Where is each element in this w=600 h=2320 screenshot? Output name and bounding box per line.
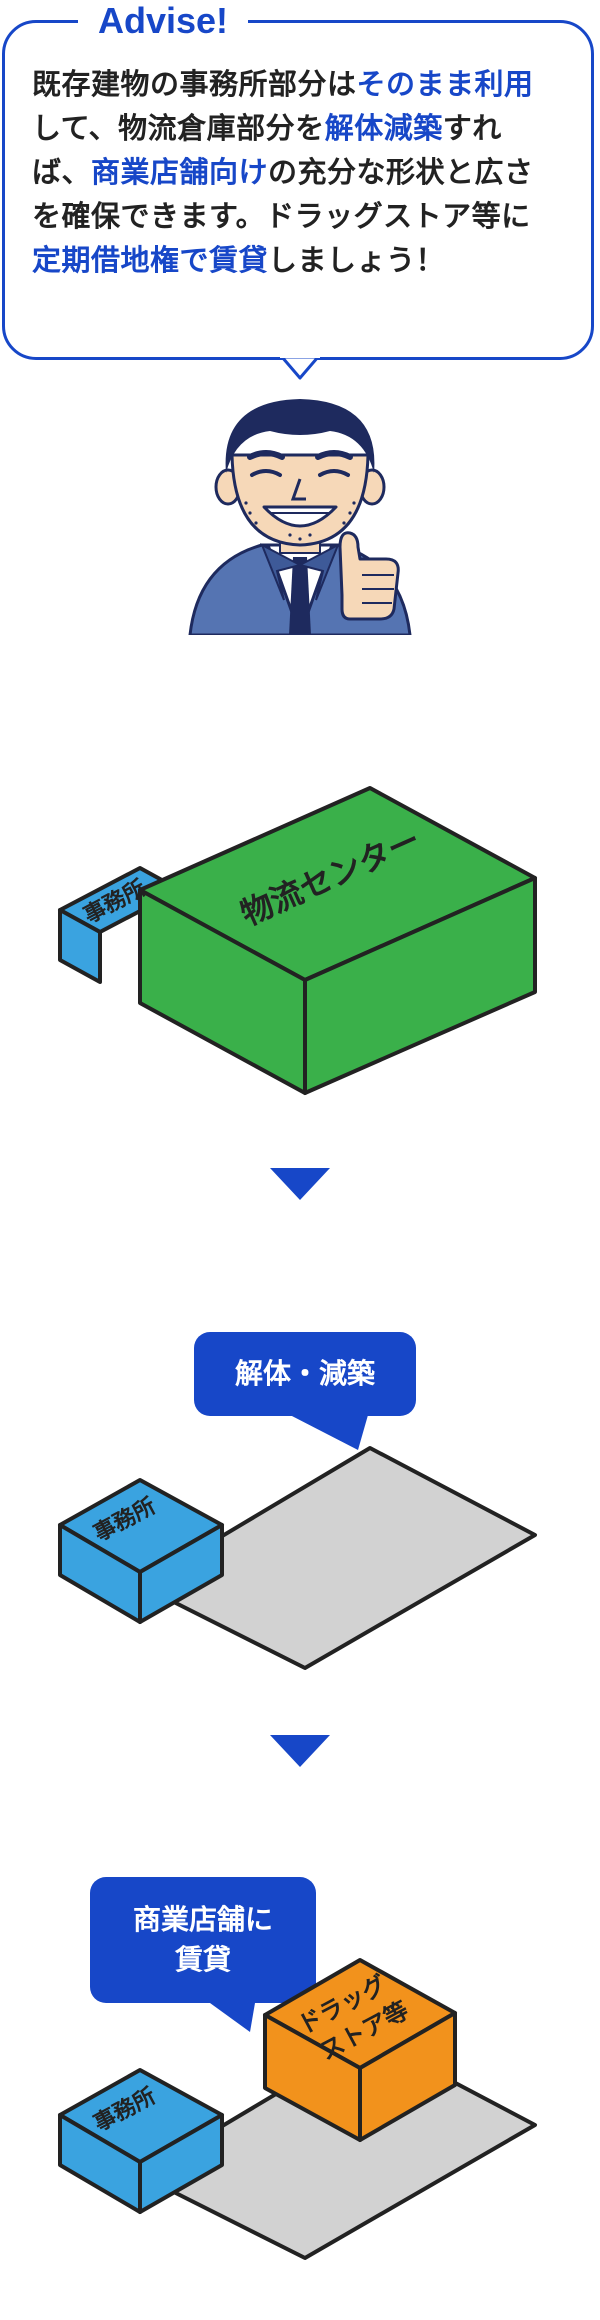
advise-segment: 既存建物の事務所部分は bbox=[32, 67, 357, 101]
logistics-block-right bbox=[303, 876, 537, 1095]
bubble-tail-icon bbox=[210, 2003, 255, 2032]
bubble-tail-icon bbox=[290, 1415, 368, 1450]
store-block-right bbox=[358, 2011, 457, 2142]
advise-title: Advise! bbox=[78, 0, 249, 42]
advise-line: 既存建物の事務所部分はそのまま利用 bbox=[32, 62, 588, 106]
advise-line: ば、商業店舗向けの充分な形状と広さ bbox=[32, 150, 588, 194]
advise-box bbox=[2, 20, 594, 360]
office-block-side bbox=[58, 908, 102, 984]
advise-segment: ば、 bbox=[32, 155, 92, 189]
advise-line: して、物流倉庫部分を解体減築すれ bbox=[32, 106, 588, 150]
advise-section: Advise! 既存建物の事務所部分はそのまま利用して、物流倉庫部分を解体減築す… bbox=[0, 0, 600, 400]
office-block-right bbox=[138, 1523, 224, 1624]
businessman-thumbs-up-icon bbox=[188, 399, 412, 635]
advise-segment: すれ bbox=[442, 111, 502, 145]
advise-highlight: そのまま利用 bbox=[356, 67, 534, 101]
existing-building-diagram: 事務所 物流センター bbox=[58, 786, 537, 1095]
speech-tail-icon bbox=[280, 352, 320, 380]
demolish-bubble: 解体・減築 bbox=[194, 1332, 416, 1416]
advise-segment: を確保できます。ドラッグストア等に bbox=[32, 199, 531, 233]
advise-text: 既存建物の事務所部分はそのまま利用して、物流倉庫部分を解体減築すれば、商業店舗向… bbox=[32, 62, 588, 282]
lease-diagram: 事務所 ドラッグ ストア等 bbox=[58, 1958, 537, 2260]
demolished-diagram: 事務所 bbox=[58, 1415, 537, 1670]
office-block-right bbox=[138, 2113, 224, 2214]
lease-bubble-line2: 賃貸 bbox=[174, 1943, 231, 1976]
advise-highlight: 商業店舗向け bbox=[91, 155, 269, 189]
lease-bubble-line1: 商業店舗に bbox=[132, 1903, 273, 1936]
advise-line: を確保できます。ドラッグストア等に bbox=[32, 194, 588, 238]
advise-highlight: 定期借地権で賃貸 bbox=[32, 243, 269, 277]
triangle-down-icon bbox=[270, 1735, 330, 1767]
lease-bubble: 商業店舗に 賃貸 bbox=[90, 1877, 316, 2003]
advise-segment: の充分な形状と広さ bbox=[268, 155, 534, 189]
advise-line: 定期借地権で賃貸しましょう！ bbox=[32, 238, 588, 282]
advise-segment: して、物流倉庫部分を bbox=[32, 111, 325, 145]
advise-highlight: 解体減築 bbox=[324, 111, 443, 145]
demolish-bubble-text: 解体・減築 bbox=[234, 1357, 375, 1390]
triangle-down-icon bbox=[270, 1168, 330, 1200]
ground-plane bbox=[138, 1446, 537, 1670]
advise-segment: しましょう！ bbox=[268, 243, 446, 277]
